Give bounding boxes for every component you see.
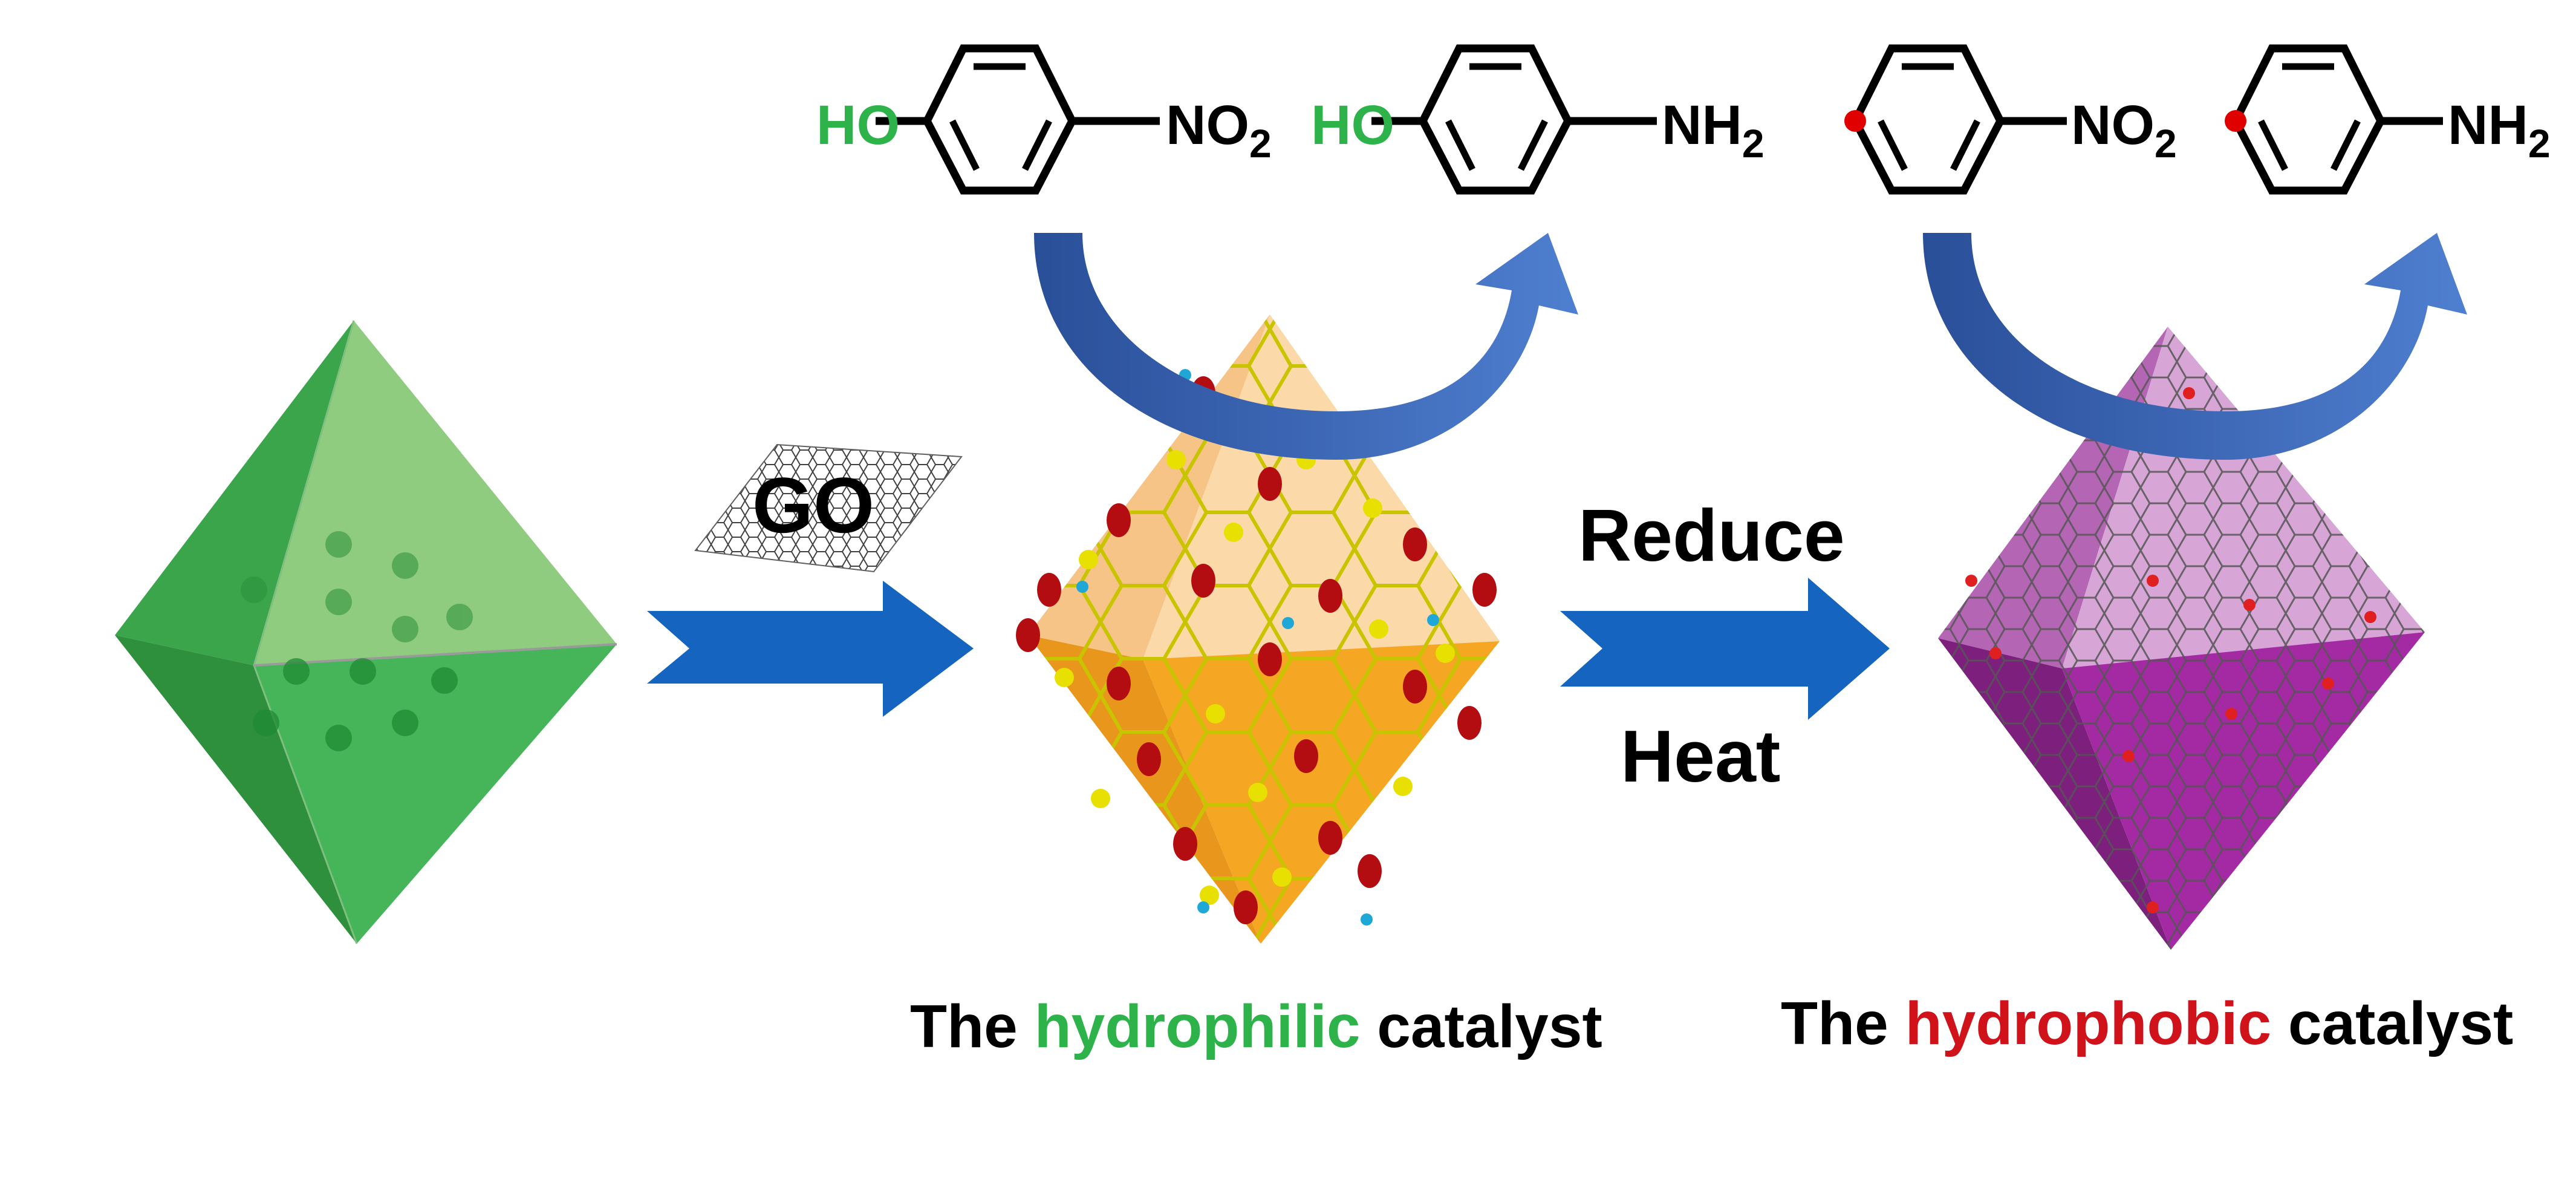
reduce-label: Reduce — [1578, 494, 1845, 576]
mof-octahedron — [115, 320, 617, 944]
hydroxyl-label: HO — [816, 94, 900, 156]
rgo-oxygen-atoms — [1965, 387, 2376, 913]
hydrophilic-catalyst — [1016, 315, 1500, 944]
amino-group-label: NH2 — [2448, 94, 2551, 166]
nitro-group-label: NO2 — [1166, 94, 1272, 166]
hydrophobic-reaction-curve — [1923, 233, 2467, 460]
caption-prefix: The — [1781, 990, 1905, 1057]
molecule-4-nitrophenol: HO NO2 — [816, 44, 1272, 195]
molecule-aniline: NH2 — [2225, 44, 2551, 195]
hydrophilic-caption: The hydrophilic catalyst — [910, 992, 1602, 1062]
hydroxyl-label: HO — [1311, 94, 1394, 156]
amino-group-label: NH2 — [1662, 94, 1764, 166]
molecule-nitrobenzene: NO2 — [1844, 44, 2177, 195]
caption-suffix: catalyst — [2271, 990, 2514, 1057]
go-sheet: GO — [694, 443, 963, 573]
molecule-4-aminophenol: HO NH2 — [1311, 44, 1764, 195]
go-label: GO — [752, 461, 874, 549]
hydrophobic-caption: The hydrophobic catalyst — [1781, 989, 2513, 1059]
add-go-arrow — [647, 581, 974, 717]
ring-marker-dot — [1844, 110, 1866, 132]
caption-prefix: The — [910, 993, 1035, 1060]
caption-keyword: hydrophilic — [1034, 993, 1361, 1060]
ring-marker-dot — [2225, 110, 2246, 132]
caption-keyword: hydrophobic — [1905, 990, 2272, 1057]
hydrophilic-reaction-curve — [1034, 233, 1578, 460]
reduce-heat-arrow — [1560, 578, 1890, 720]
caption-suffix: catalyst — [1360, 993, 1602, 1060]
mof-particles-lower — [253, 658, 458, 751]
mof-particles — [241, 531, 473, 642]
heat-label: Heat — [1621, 715, 1781, 797]
go-hydroxyl-hydrogens — [1076, 369, 1439, 926]
nitro-group-label: NO2 — [2071, 94, 2177, 166]
